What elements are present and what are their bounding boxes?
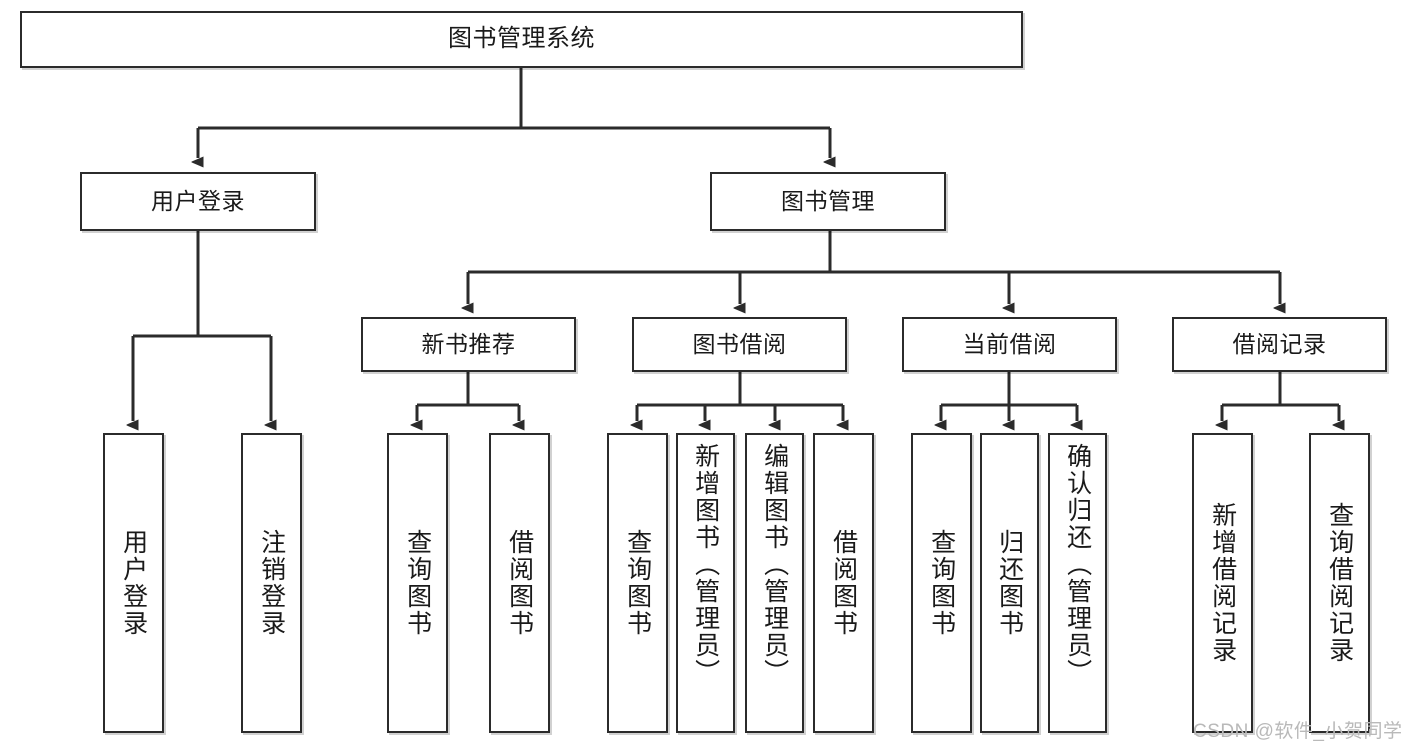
node-label: 图书借阅	[692, 330, 787, 357]
leaf-borrow-borrow-book[interactable]: 借阅图书	[813, 433, 874, 733]
csdn-watermark: CSDN @软件_小贺同学	[1193, 721, 1403, 742]
leaf-record-add-record[interactable]: 新增借阅记录	[1192, 433, 1253, 733]
node-book-management[interactable]: 图书管理	[710, 172, 946, 231]
node-user-login[interactable]: 用户登录	[80, 172, 316, 231]
node-label: 图书管理	[781, 187, 875, 214]
node-label: 查询借阅记录	[1325, 502, 1354, 664]
leaf-current-return-book[interactable]: 归还图书	[980, 433, 1039, 733]
leaf-new-book-borrow[interactable]: 借阅图书	[489, 433, 550, 733]
node-label: 确认归还（管理员）	[1063, 443, 1092, 686]
node-label: 注销登录	[257, 529, 286, 637]
leaf-current-confirm-return-admin[interactable]: 确认归还（管理员）	[1048, 433, 1107, 733]
node-label: 新增借阅记录	[1208, 502, 1237, 664]
leaf-user-login-logout[interactable]: 注销登录	[241, 433, 302, 733]
node-label: 借阅图书	[505, 529, 534, 637]
node-label: 用户登录	[119, 529, 148, 637]
node-new-book-recommend[interactable]: 新书推荐	[361, 317, 576, 372]
node-current-borrow[interactable]: 当前借阅	[902, 317, 1117, 372]
node-label: 编辑图书（管理员）	[760, 443, 789, 686]
leaf-current-query-book[interactable]: 查询图书	[911, 433, 972, 733]
node-label: 查询图书	[403, 529, 432, 637]
leaf-record-query-record[interactable]: 查询借阅记录	[1309, 433, 1370, 733]
node-label: 新书推荐	[421, 330, 516, 357]
node-root-book-management-system[interactable]: 图书管理系统	[20, 11, 1023, 68]
node-label: 查询图书	[927, 529, 956, 637]
node-label: 借阅记录	[1232, 330, 1327, 357]
node-borrow-record[interactable]: 借阅记录	[1172, 317, 1387, 372]
node-label: 新增图书（管理员）	[691, 443, 720, 686]
node-book-borrow[interactable]: 图书借阅	[632, 317, 847, 372]
node-label: 借阅图书	[829, 529, 858, 637]
leaf-borrow-query-book[interactable]: 查询图书	[607, 433, 668, 733]
node-label: 当前借阅	[962, 330, 1057, 357]
leaf-borrow-add-book-admin[interactable]: 新增图书（管理员）	[676, 433, 735, 733]
node-label: 图书管理系统	[448, 25, 595, 53]
node-label: 查询图书	[623, 529, 652, 637]
leaf-borrow-edit-book-admin[interactable]: 编辑图书（管理员）	[745, 433, 804, 733]
node-label: 用户登录	[151, 187, 245, 214]
node-label: 归还图书	[995, 529, 1024, 637]
leaf-user-login-login[interactable]: 用户登录	[103, 433, 164, 733]
leaf-new-book-query[interactable]: 查询图书	[387, 433, 448, 733]
